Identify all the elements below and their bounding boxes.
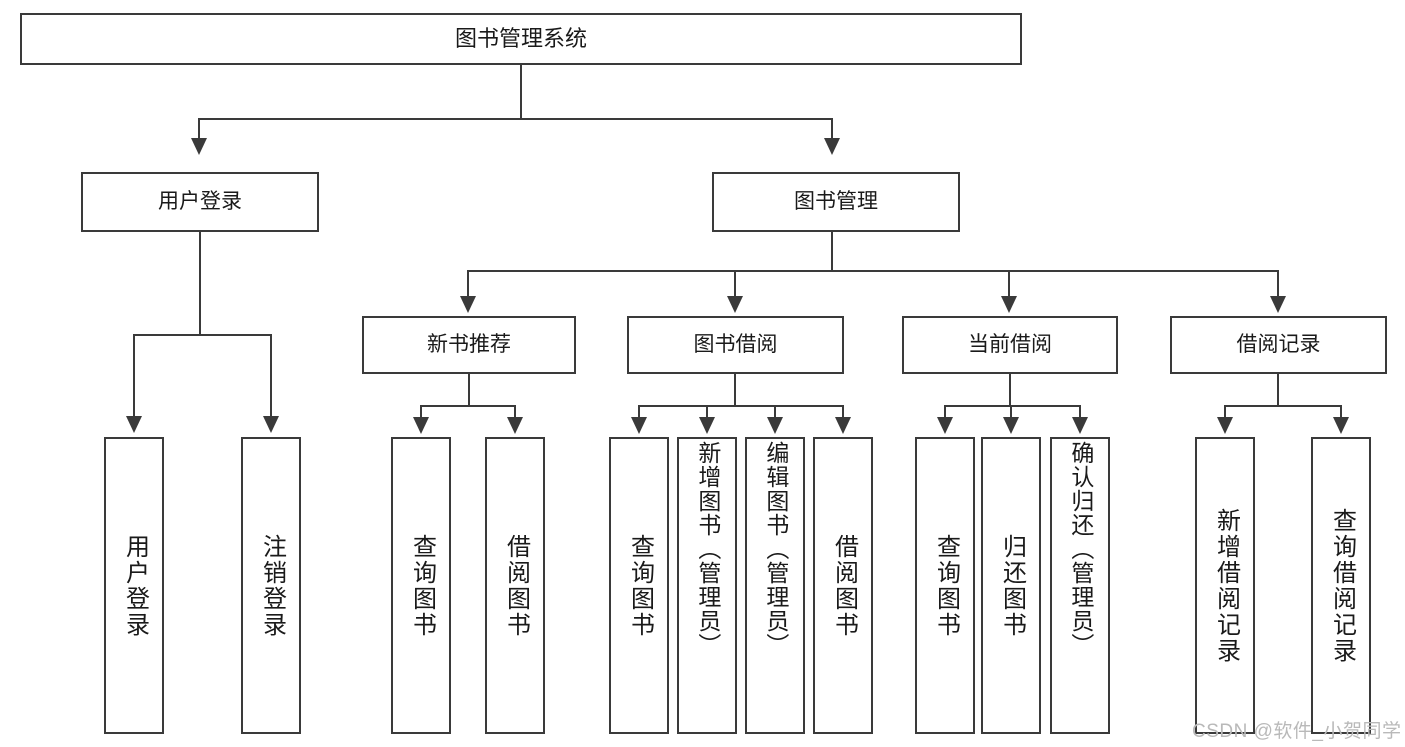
connector-new-books-to-leaf-2 (514, 405, 516, 419)
connector-user-login-bus (133, 334, 271, 336)
node-label: 查询图书 (626, 533, 654, 638)
arrowhead-records (1270, 296, 1286, 313)
arrowhead-book-mgmt (824, 138, 840, 155)
connector-book-mgmt-to-new-books (467, 270, 469, 298)
connector-new-books-to-leaf-1 (420, 405, 422, 419)
leaf-query-books-nb[interactable]: 查询图书 (391, 437, 451, 734)
leaf-add-book-admin[interactable]: 新增图书（管理员） (677, 437, 737, 734)
leaf-query-books-cur[interactable]: 查询图书 (915, 437, 975, 734)
node-user-login[interactable]: 用户登录 (81, 172, 319, 232)
node-label: 图书管理 (794, 190, 878, 214)
connector-root-stem (520, 65, 522, 119)
node-label: 编辑图书（管理员） (762, 441, 789, 657)
node-label: 新增借阅记录 (1212, 507, 1240, 664)
connector-current-to-leaf-1 (944, 405, 946, 419)
connector-root-to-user-login (198, 118, 200, 140)
leaf-logout[interactable]: 注销登录 (241, 437, 301, 734)
connector-book-mgmt-stem (831, 232, 833, 272)
arrowhead-borrow (727, 296, 743, 313)
connector-book-mgmt-to-records (1277, 270, 1279, 298)
connector-root-to-book-mgmt (831, 118, 833, 140)
node-label: 确认归还（管理员） (1067, 441, 1094, 657)
arrowhead-cur-leaf-1 (937, 417, 953, 434)
arrowhead-cur-leaf-2 (1003, 417, 1019, 434)
arrowhead-bw-leaf-2 (699, 417, 715, 434)
node-label: 查询图书 (932, 533, 960, 638)
connector-borrow-to-leaf-1 (638, 405, 640, 419)
node-new-book-recommend[interactable]: 新书推荐 (362, 316, 576, 374)
arrowhead-current (1001, 296, 1017, 313)
leaf-borrow-books-bw[interactable]: 借阅图书 (813, 437, 873, 734)
arrowhead-leaf-user-login (126, 416, 142, 433)
node-root-system[interactable]: 图书管理系统 (20, 13, 1022, 65)
arrowhead-cur-leaf-3 (1072, 417, 1088, 434)
node-label: 用户登录 (158, 190, 242, 214)
connector-current-to-leaf-3 (1079, 405, 1081, 419)
node-label: 借阅图书 (830, 533, 858, 638)
connector-borrow-to-leaf-4 (842, 405, 844, 419)
connector-user-login-stem (199, 232, 201, 335)
connector-borrow-bus (638, 405, 843, 407)
connector-book-mgmt-to-borrow (734, 270, 736, 298)
node-label: 归还图书 (998, 533, 1026, 638)
node-book-management[interactable]: 图书管理 (712, 172, 960, 232)
node-label: 借阅记录 (1236, 333, 1321, 357)
leaf-query-borrow-record[interactable]: 查询借阅记录 (1311, 437, 1371, 734)
node-label: 图书借阅 (693, 333, 778, 357)
leaf-confirm-return-admin[interactable]: 确认归还（管理员） (1050, 437, 1110, 734)
connector-book-mgmt-to-current (1008, 270, 1010, 298)
connector-book-mgmt-bus (467, 270, 1279, 272)
connector-current-stem (1009, 374, 1011, 406)
arrowhead-rec-leaf-1 (1217, 417, 1233, 434)
node-current-borrow[interactable]: 当前借阅 (902, 316, 1118, 374)
connector-new-books-stem (468, 374, 470, 406)
connector-user-login-to-leaf-2 (270, 334, 272, 418)
connector-borrow-to-leaf-2 (706, 405, 708, 419)
leaf-query-books-bw[interactable]: 查询图书 (609, 437, 669, 734)
arrowhead-nb-leaf-1 (413, 417, 429, 434)
connector-borrow-stem (734, 374, 736, 406)
leaf-return-books[interactable]: 归还图书 (981, 437, 1041, 734)
connector-records-to-leaf-1 (1224, 405, 1226, 419)
node-borrow-records[interactable]: 借阅记录 (1170, 316, 1387, 374)
node-label: 用户登录 (121, 533, 149, 638)
connector-user-login-to-leaf-1 (133, 334, 135, 418)
arrowhead-rec-leaf-2 (1333, 417, 1349, 434)
node-book-borrow[interactable]: 图书借阅 (627, 316, 844, 374)
connector-borrow-to-leaf-3 (774, 405, 776, 419)
connector-records-stem (1277, 374, 1279, 406)
node-label: 查询图书 (408, 533, 436, 638)
connector-records-bus (1224, 405, 1341, 407)
connector-records-to-leaf-2 (1340, 405, 1342, 419)
csdn-watermark: CSDN @软件_小贺同学 (1192, 721, 1402, 742)
connector-new-books-bus (420, 405, 515, 407)
connector-root-bus (198, 118, 832, 120)
node-label: 查询借阅记录 (1328, 507, 1356, 664)
leaf-borrow-books-nb[interactable]: 借阅图书 (485, 437, 545, 734)
node-label: 图书管理系统 (454, 25, 587, 51)
arrowhead-bw-leaf-1 (631, 417, 647, 434)
leaf-edit-book-admin[interactable]: 编辑图书（管理员） (745, 437, 805, 734)
arrowhead-leaf-logout (263, 416, 279, 433)
arrowhead-bw-leaf-3 (767, 417, 783, 434)
node-label: 注销登录 (258, 533, 286, 638)
leaf-add-borrow-record[interactable]: 新增借阅记录 (1195, 437, 1255, 734)
connector-current-to-leaf-2 (1010, 405, 1012, 419)
arrowhead-nb-leaf-2 (507, 417, 523, 434)
arrowhead-new-books (460, 296, 476, 313)
leaf-user-login[interactable]: 用户登录 (104, 437, 164, 734)
connector-current-bus (944, 405, 1080, 407)
node-label: 新书推荐 (427, 333, 511, 357)
node-label: 当前借阅 (968, 333, 1052, 357)
node-label: 新增图书（管理员） (694, 441, 721, 657)
arrowhead-user-login (191, 138, 207, 155)
arrowhead-bw-leaf-4 (835, 417, 851, 434)
node-label: 借阅图书 (502, 533, 530, 638)
